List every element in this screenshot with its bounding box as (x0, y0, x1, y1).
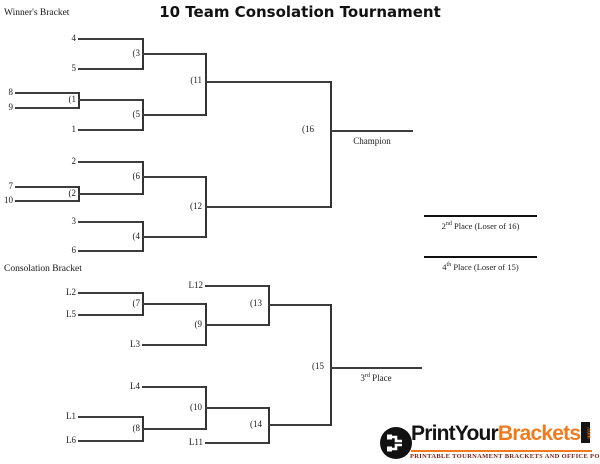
line-seed-10 (15, 200, 78, 202)
seed-5-label: 5 (71, 63, 77, 73)
bracket-icon (379, 426, 413, 460)
third-place-num: 3 (360, 373, 365, 383)
seed-7-label: 7 (8, 181, 14, 191)
champion-label: Champion (353, 136, 391, 146)
line-loser-L12 (205, 285, 268, 287)
game-14-label: (14 (250, 419, 262, 429)
line-winner-game-8 (142, 428, 205, 430)
line-seed-9 (15, 107, 78, 109)
line-seed-2 (78, 161, 142, 163)
second-place-ordinal: nd (445, 221, 452, 228)
junction-game-6 (142, 161, 144, 195)
game-2-label: (2 (68, 188, 77, 198)
brand-tld: .com (581, 422, 591, 443)
seed-2-label: 2 (71, 156, 77, 166)
game-6-label: (6 (132, 171, 141, 181)
game-7-label: (7 (132, 298, 141, 308)
game-5-label: (5 (132, 109, 141, 119)
game-8-label: (8 (132, 423, 141, 433)
seed-3-label: 3 (71, 216, 77, 226)
second-place-label: 2nd Place (Loser of 16) (424, 221, 537, 231)
game-15-label: (15 (312, 361, 324, 371)
third-place-line (330, 367, 422, 369)
fourth-place-ordinal: th (446, 262, 452, 269)
game-11-label: (11 (190, 75, 202, 85)
line-loser-L1 (78, 416, 142, 418)
fourth-place-label: 4th Place (Loser of 15) (424, 262, 537, 272)
game-3-label: (3 (132, 48, 141, 58)
line-winner-game-5 (142, 114, 205, 116)
line-loser-L6 (78, 440, 142, 442)
second-place-line (424, 215, 537, 217)
line-winner-game-6 (142, 176, 205, 178)
line-seed-5 (78, 68, 142, 70)
line-seed-1 (78, 129, 142, 131)
loser-L6-label: L6 (66, 435, 76, 445)
fourth-place-text: Place (Loser of 15) (451, 262, 519, 272)
line-seed-7 (15, 186, 78, 188)
line-loser-L2 (78, 292, 142, 294)
game-9-label: (9 (194, 319, 203, 329)
line-loser-L3 (142, 344, 205, 346)
line-winner-game-4 (142, 236, 205, 238)
second-place-num: 2 (441, 221, 446, 231)
line-winner-game-9 (205, 324, 268, 326)
second-place-text: Place (Loser of 16) (451, 221, 520, 231)
line-winner-game-14 (268, 424, 330, 426)
loser-L2-label: L2 (66, 287, 76, 297)
consolation-bracket-label: Consolation Bracket (4, 264, 82, 274)
brand-brackets: Brackets (497, 422, 581, 445)
brand-wordmark: PrintYourBrackets.com (411, 422, 591, 446)
game-4-label: (4 (132, 231, 141, 241)
game-10-label: (10 (190, 402, 202, 412)
third-place-text: Place (369, 373, 392, 383)
line-seed-4 (78, 38, 142, 40)
line-winner-game-2 (78, 193, 142, 195)
loser-L5-label: L5 (66, 309, 76, 319)
line-winner-game-11 (205, 81, 330, 83)
logo-tagline: PRINTABLE TOURNAMENT BRACKETS AND OFFICE… (410, 453, 600, 460)
line-winner-game-1 (78, 99, 142, 101)
winners-bracket-label: Winner's Bracket (4, 8, 70, 18)
line-winner-game-13 (268, 304, 330, 306)
line-loser-L4 (142, 386, 205, 388)
logo-underline (411, 450, 592, 452)
fourth-place-line (424, 256, 537, 258)
printyourbrackets-logo: PrintYourBrackets.com PRINTABLE TOURNAME… (375, 420, 600, 464)
line-winner-game-3 (142, 53, 205, 55)
loser-L3-label: L3 (130, 339, 140, 349)
line-winner-game-10 (205, 407, 268, 409)
loser-L4-label: L4 (130, 381, 140, 391)
page-title: 10 Team Consolation Tournament (159, 3, 441, 21)
line-loser-L5 (78, 314, 142, 316)
seed-8-label: 8 (8, 87, 14, 97)
loser-L12-label: L12 (188, 280, 204, 290)
line-winner-game-7 (142, 303, 205, 305)
champion-line (330, 130, 413, 132)
junction-game-11 (205, 53, 207, 116)
game-1-label: (1 (68, 94, 77, 104)
line-seed-6 (78, 250, 142, 252)
game-16-label: (16 (302, 124, 314, 134)
junction-game-15 (330, 304, 332, 426)
seed-6-label: 6 (71, 245, 77, 255)
seed-9-label: 9 (8, 102, 14, 112)
junction-game-16 (330, 81, 332, 208)
seed-4-label: 4 (71, 33, 77, 43)
seed-1-label: 1 (71, 124, 77, 134)
loser-L11-label: L11 (188, 437, 203, 447)
line-winner-game-12 (205, 206, 330, 208)
seed-10-label: 10 (4, 195, 13, 205)
third-place-ordinal: rd (364, 373, 370, 379)
line-loser-L11 (205, 442, 268, 444)
loser-L1-label: L1 (66, 411, 76, 421)
third-place-label: 3rd Place (330, 373, 422, 383)
line-seed-8 (15, 92, 78, 94)
brand-print-your: PrintYour (411, 422, 499, 445)
fourth-place-num: 4 (442, 262, 447, 272)
game-12-label: (12 (190, 201, 202, 211)
line-seed-3 (78, 221, 142, 223)
game-13-label: (13 (250, 298, 262, 308)
